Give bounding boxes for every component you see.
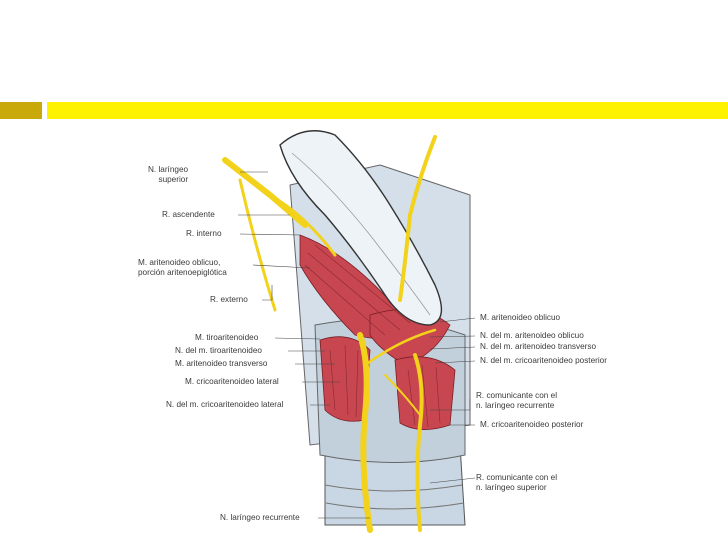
label-n-del-m-cricoaritenoideo-lateral: N. del m. cricoaritenoideo lateral: [166, 400, 284, 409]
larynx-drawing: [222, 130, 476, 533]
label-r-comunicante-recurrente: R. comunicante con el n. laríngeo recurr…: [476, 391, 558, 410]
label-r-ascendente: R. ascendente: [162, 210, 215, 219]
nervio-laringeo-recurrente: [357, 332, 373, 533]
ramo-aritenoideo: [363, 328, 437, 367]
label-m-cricoaritenoideo-lateral: M. cricoaritenoideo lateral: [185, 377, 279, 386]
label-r-interno: R. interno: [186, 229, 222, 238]
label-r-comunicante-superior: R. comunicante con el n. laríngeo superi…: [476, 473, 558, 492]
nerves: [222, 135, 437, 533]
label-n-laringeo-recurrente: N. laríngeo recurrente: [220, 513, 300, 522]
label-n-del-m-aritenoideo-transverso: N. del m. aritenoideo transverso: [480, 342, 597, 351]
label-n-laringeo-superior: N. laríngeo superior: [148, 165, 189, 184]
label-m-tiroaritenoideo: M. tiroaritenoideo: [195, 333, 259, 342]
label-m-aritenoideo-oblicuo: M. aritenoideo oblicuo: [480, 313, 561, 322]
label-n-del-m-aritenoideo-oblicuo: N. del m. aritenoideo oblicuo: [480, 331, 584, 340]
label-m-aritenoideo-transverso: M. aritenoideo transverso: [175, 359, 268, 368]
ramo-comunicante: [384, 374, 421, 416]
label-m-aritenoideo-oblicuo-porcion: M. aritenoideo oblicuo, porción aritenoe…: [138, 258, 227, 277]
larynx-illustration: N. laríngeo superior R. ascendente R. in…: [130, 125, 620, 535]
nervio-recurrente-derecho: [413, 353, 424, 532]
label-m-cricoaritenoideo-posterior: M. cricoaritenoideo posterior: [480, 420, 584, 429]
title-accent-block: [0, 102, 42, 119]
ramo-interno: [268, 193, 337, 257]
ramo-superior-derecho: [398, 135, 437, 302]
leader-lines: [238, 171, 476, 519]
tracheal-ring: [324, 484, 463, 492]
label-n-del-m-tiroaritenoideo: N. del m. tiroaritenoideo: [175, 346, 262, 355]
tracheal-ring: [325, 502, 465, 510]
label-n-del-m-cricoaritenoideo-posterior: N. del m. cricoaritenoideo posterior: [480, 356, 607, 365]
muscle-fibers: [304, 244, 441, 428]
ramo-externo: [238, 178, 277, 312]
label-r-externo: R. externo: [210, 295, 248, 304]
title-bar: [47, 102, 728, 119]
epiglottis-rim: [291, 152, 431, 316]
